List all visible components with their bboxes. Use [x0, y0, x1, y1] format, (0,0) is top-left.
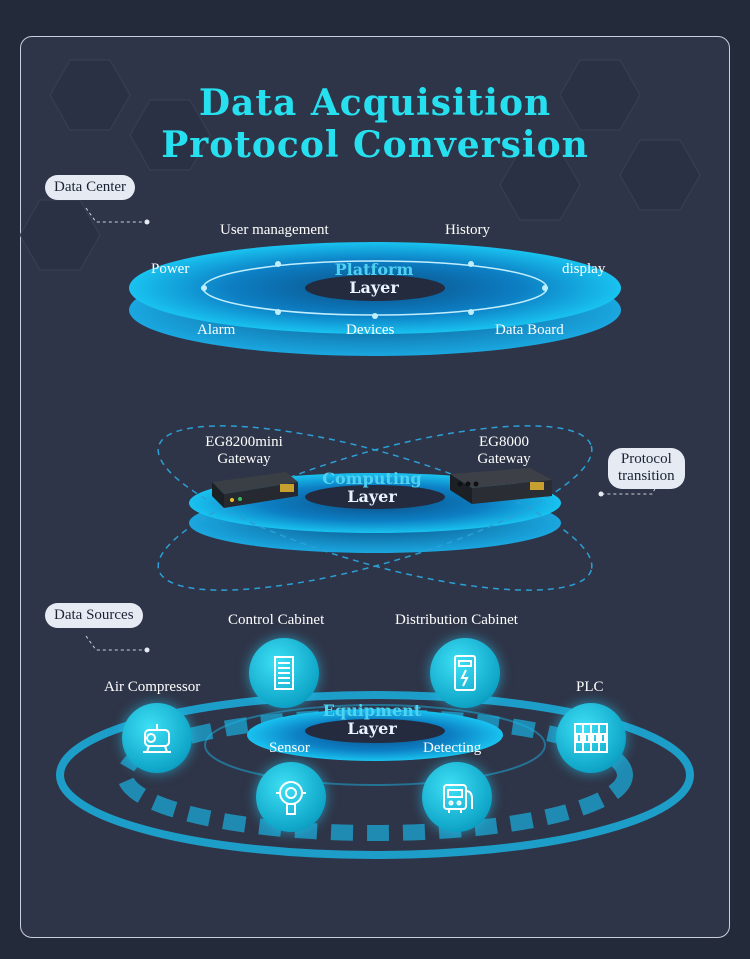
alarm-label: Alarm [197, 322, 236, 338]
display-label: display [562, 261, 606, 277]
air-compressor-icon [122, 703, 192, 773]
data-beams [354, 350, 396, 710]
devices-label: Devices [346, 322, 395, 338]
distribution-cabinet-label: Distribution Cabinet [395, 612, 518, 628]
data-board-label: Data Board [495, 322, 564, 338]
data-center-tag: Data Center [45, 175, 136, 201]
gateway-left-type: Gateway [217, 451, 271, 468]
computing-layer-line2: Layer [347, 486, 397, 506]
cabinet-icon [249, 638, 319, 708]
computing-layer-line1: Computing [322, 469, 422, 488]
equipment-layer-label: Equipment Layer [323, 702, 421, 737]
gateway-right-label: EG8000 Gateway [477, 434, 530, 469]
gateway-right-type: Gateway [477, 451, 531, 468]
user-management-label: User management [220, 222, 329, 238]
platform-layer-line1: Platform [334, 260, 414, 279]
data-sources-tag: Data Sources [45, 603, 143, 629]
plc-icon [556, 703, 626, 773]
distribution-cabinet-icon [430, 638, 500, 708]
detecting-label: Detecting [423, 740, 482, 756]
gateway-right-model: EG8000 [479, 434, 529, 450]
page-subtitle: Protocol Conversion [161, 124, 589, 166]
platform-layer-label: Platform Layer [335, 261, 414, 296]
power-label: Power [151, 261, 190, 277]
platform-layer-line2: Layer [349, 277, 399, 297]
gateway-left-model: EG8200mini [205, 434, 283, 450]
protocol-transition-tag: Protocol transition [608, 448, 685, 489]
gateway-left-label: EG8200mini Gateway [205, 434, 283, 469]
protocol-tag-line1: Protocol [620, 451, 672, 467]
air-compressor-label: Air Compressor [104, 679, 201, 695]
hexagon-pattern [19, 59, 701, 271]
gateway-device-left [212, 472, 298, 508]
history-label: History [445, 222, 490, 238]
equipment-layer-line1: Equipment [322, 701, 422, 720]
detecting-icon [422, 762, 492, 832]
gateway-device-right [450, 468, 552, 504]
page-title: Data Acquisition [198, 82, 552, 124]
protocol-tag-line2: transition [618, 468, 675, 485]
equipment-layer-line2: Layer [347, 718, 397, 738]
sensor-icon [256, 762, 326, 832]
equipment-base [56, 691, 694, 859]
computing-layer-label: Computing Layer [322, 470, 421, 505]
platform-disc [129, 242, 621, 356]
sensor-label: Sensor [269, 740, 310, 756]
control-cabinet-label: Control Cabinet [228, 612, 325, 628]
plc-label: PLC [576, 679, 604, 695]
